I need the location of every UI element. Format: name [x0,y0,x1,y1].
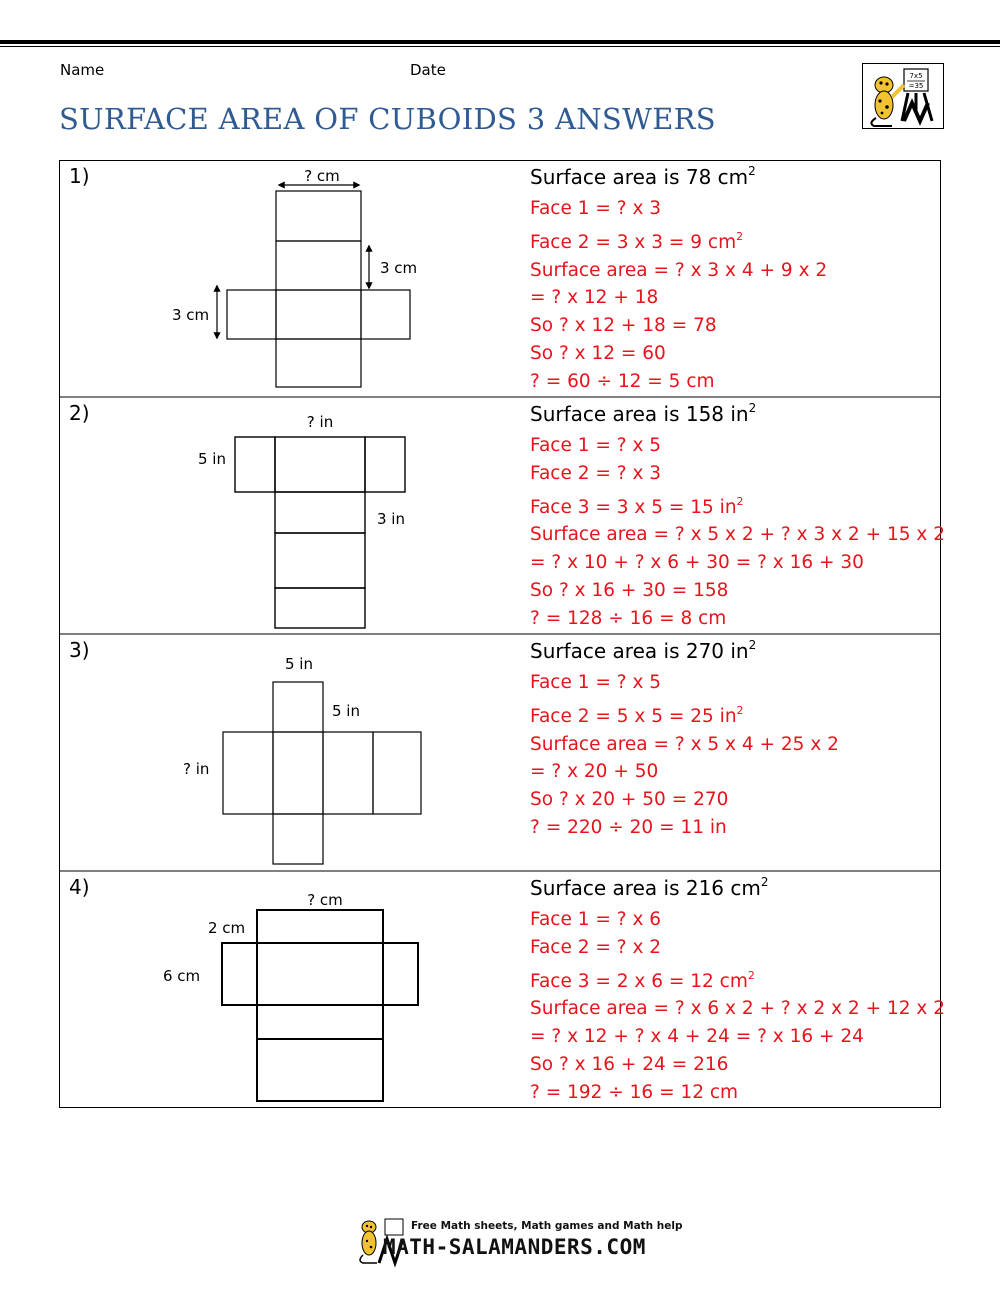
answer-heading: Surface area is 78 cm2 [530,164,756,189]
step: Face 2 = 3 x 3 = 9 cm2 [530,229,744,253]
net-label: 6 cm [163,967,200,985]
net-label: 5 in [332,702,360,720]
step: Face 3 = 2 x 6 = 12 cm2 [530,968,755,992]
net-diagram-4: ? cm 2 cm 6 cm [163,891,419,1102]
answer-steps: Face 1 = ? x 6 Face 2 = ? x 2 Face 3 = 2… [530,906,945,1107]
step: So ? x 16 + 24 = 216 [530,1053,729,1075]
answer-heading: Surface area is 158 in2 [530,401,757,426]
net-diagram-3: 5 in 5 in ? in [183,655,422,865]
step: = ? x 10 + ? x 6 + 30 = ? x 16 + 30 [530,552,864,574]
step: ? = 220 ÷ 20 = 11 in [530,816,727,838]
step: Surface area = ? x 6 x 2 + ? x 2 x 2 + 1… [530,998,945,1020]
net-diagram-1: ? cm 3 cm 3 cm [172,167,417,388]
question-number: 2) [69,401,90,425]
problem-4: ? cm 2 cm 6 cm 4) Surface area is 216 cm… [59,871,945,1108]
net-label: ? in [307,413,333,431]
net-label: 3 cm [380,259,417,277]
answer-steps: Face 1 = ? x 3 Face 2 = 3 x 3 = 9 cm2 Su… [530,195,827,396]
grid-lines [59,160,941,1108]
step: Face 1 = ? x 5 [530,435,662,456]
step: Face 1 = ? x 3 [530,198,662,219]
net-label: 2 cm [208,919,245,937]
net-label: ? cm [304,167,340,185]
step: So ? x 20 + 50 = 270 [530,789,729,811]
step: Face 1 = ? x 6 [530,909,662,930]
net-label: ? cm [307,891,343,909]
step: ? = 192 ÷ 16 = 12 cm [530,1081,739,1103]
step: = ? x 20 + 50 [530,761,659,783]
net-label: 3 cm [172,306,209,324]
header-rule-thick [0,40,1000,44]
net-label: 5 in [198,450,226,468]
step: Face 1 = ? x 5 [530,672,662,693]
question-number: 1) [69,164,90,188]
problem-3: 5 in 5 in ? in 3) Surface area is 270 in… [59,634,941,871]
step: Face 2 = 5 x 5 = 25 in2 [530,703,744,727]
logo-card-text: 7x5 [909,72,922,80]
answer-heading: Surface area is 270 in2 [530,638,757,663]
step: So ? x 12 + 18 = 78 [530,315,717,337]
net-label: 3 in [377,510,405,528]
answer-steps: Face 1 = ? x 5 Face 2 = ? x 3 Face 3 = 3… [530,432,945,633]
net-diagram-2: ? in 5 in 3 in [198,413,406,629]
footer-salamander-icon [359,1218,405,1267]
question-number: 4) [69,875,90,899]
step: So ? x 16 + 30 = 158 [530,579,729,601]
step: Surface area = ? x 5 x 2 + ? x 3 x 2 + 1… [530,524,945,546]
step: Face 2 = ? x 2 [530,936,662,958]
step: Face 3 = 3 x 5 = 15 in2 [530,494,744,518]
net-label: ? in [183,760,209,778]
step: Face 2 = ? x 3 [530,462,662,484]
step: Surface area = ? x 5 x 4 + 25 x 2 [530,733,839,755]
footer-site-name: MATH-SALAMANDERS.COM [383,1235,646,1259]
net-label: 5 in [285,655,313,673]
answer-heading: Surface area is 216 cm2 [530,875,769,900]
salamander-teacher-icon: 7x5 =35 [862,63,944,129]
step: ? = 60 ÷ 12 = 5 cm [530,370,715,392]
step: = ? x 12 + 18 [530,287,659,309]
answer-steps: Face 1 = ? x 5 Face 2 = 5 x 5 = 25 in2 S… [530,669,839,842]
footer-tagline: Free Math sheets, Math games and Math he… [411,1220,683,1232]
question-number: 3) [69,638,90,662]
svg-text:=35: =35 [909,82,924,90]
step: ? = 128 ÷ 16 = 8 cm [530,607,727,629]
header-rule-thin [0,46,1000,47]
problem-2: ? in 5 in 3 in 2) Surface area is 158 in… [59,397,945,634]
step: = ? x 12 + ? x 4 + 24 = ? x 16 + 24 [530,1026,864,1048]
step: Surface area = ? x 3 x 4 + 9 x 2 [530,259,828,281]
date-label: Date [410,61,446,79]
step: So ? x 12 = 60 [530,342,666,364]
name-label: Name [60,61,105,79]
problem-1: ? cm 3 cm 3 cm 1) Surface area is 78 cm2… [59,160,941,397]
problem-grid: ? cm 3 cm 3 cm 1) Surface area is 78 cm2… [59,160,945,1108]
page-title: SURFACE AREA OF CUBOIDS 3 ANSWERS [59,102,716,136]
